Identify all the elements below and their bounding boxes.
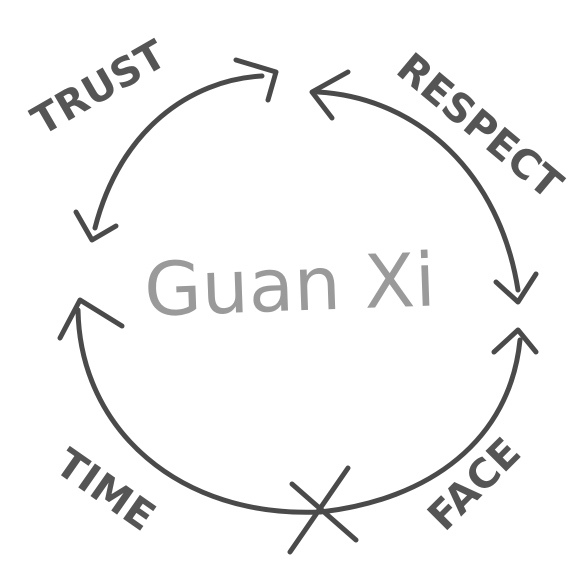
arrowhead-respect-top xyxy=(309,69,351,121)
arrowhead-respect-bottom xyxy=(493,271,539,305)
arrowhead-trust-top xyxy=(233,57,279,103)
arrowhead-trust-bottom xyxy=(73,209,119,243)
center-label: Guan Xi xyxy=(143,237,437,333)
arc-time xyxy=(57,297,323,515)
arrowhead-face-top xyxy=(491,327,539,355)
arc-trust xyxy=(73,57,279,243)
x-mark-icon xyxy=(287,465,359,555)
arrowhead-time-top xyxy=(57,297,125,341)
arc-face xyxy=(317,327,539,515)
arc-respect xyxy=(309,69,539,305)
